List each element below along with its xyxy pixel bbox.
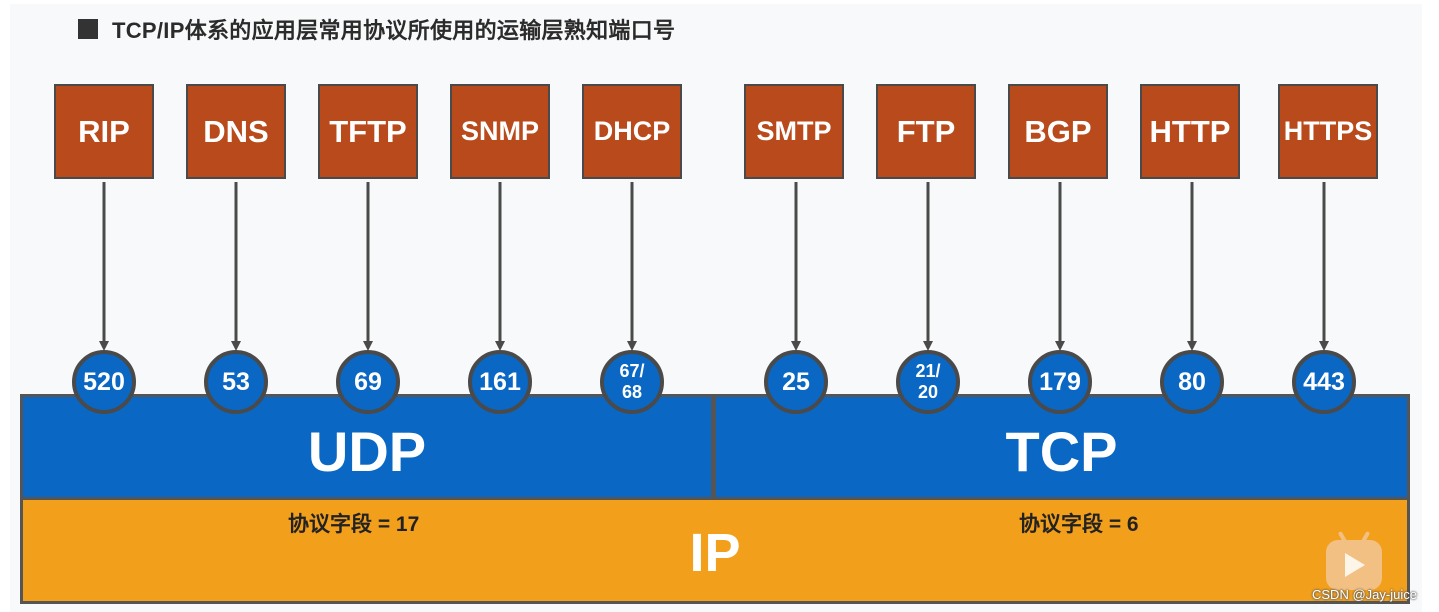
ip-label: IP	[689, 523, 741, 583]
protocol-box-dhcp: DHCP	[582, 84, 682, 179]
port-circle-smtp: 25	[764, 350, 828, 414]
tcp-label: TCP	[1005, 419, 1118, 483]
port-number-line-1: 21/	[915, 361, 941, 382]
watermark-text: CSDN @Jay-juice	[1312, 587, 1417, 602]
protocol-label: HTTPS	[1283, 116, 1373, 146]
port-circle-https: 443	[1292, 350, 1356, 414]
port-number: 161	[479, 367, 521, 396]
port-circle-bgp: 179	[1028, 350, 1092, 414]
protocol-box-tftp: TFTP	[318, 84, 418, 179]
bilibili-tv-icon	[1326, 540, 1382, 590]
square-bullet-icon	[78, 19, 98, 39]
protocol-box-snmp: SNMP	[450, 84, 550, 179]
port-circle-rip: 520	[72, 350, 136, 414]
protocol-box-smtp: SMTP	[744, 84, 844, 179]
udp-protocol-field: 协议字段 = 17	[288, 513, 420, 536]
port-number: 69	[354, 367, 382, 396]
ip-layer: 协议字段 = 17 协议字段 = 6 IP	[20, 500, 1410, 604]
protocol-box-bgp: BGP	[1008, 84, 1108, 179]
port-circle-http: 80	[1160, 350, 1224, 414]
port-number-line-2: 68	[621, 382, 643, 402]
tcp-protocol-field: 协议字段 = 6	[1019, 513, 1139, 536]
protocol-label: FTP	[896, 113, 956, 149]
port-circle-tftp: 69	[336, 350, 400, 414]
port-number-line-2: 20	[917, 382, 939, 402]
port-number: 179	[1039, 367, 1081, 396]
port-number: 80	[1178, 367, 1206, 396]
play-icon	[1345, 553, 1365, 577]
port-circle-dhcp: 67/ 68	[600, 350, 664, 414]
port-number: 443	[1303, 367, 1345, 396]
udp-label: UDP	[307, 419, 427, 483]
protocol-label: DHCP	[593, 116, 671, 146]
port-circle-dns: 53	[204, 350, 268, 414]
protocol-box-rip: RIP	[54, 84, 154, 179]
protocol-label: TFTP	[329, 113, 407, 149]
protocol-box-dns: DNS	[186, 84, 286, 179]
title-row: TCP/IP体系的应用层常用协议所使用的运输层熟知端口号	[78, 12, 675, 46]
port-number: 520	[83, 367, 125, 396]
protocol-label: DNS	[203, 113, 269, 149]
port-circle-ftp: 21/ 20	[896, 350, 960, 414]
port-number: 25	[782, 367, 810, 396]
port-circle-snmp: 161	[468, 350, 532, 414]
protocol-label: BGP	[1024, 113, 1092, 149]
protocol-label: SMTP	[756, 116, 832, 146]
port-number: 53	[222, 367, 250, 396]
protocol-box-ftp: FTP	[876, 84, 976, 179]
protocol-box-http: HTTP	[1140, 84, 1240, 179]
port-number-line-1: 67/	[619, 361, 645, 382]
protocol-box-https: HTTPS	[1278, 84, 1378, 179]
protocol-label: RIP	[78, 113, 130, 149]
protocol-label: HTTP	[1149, 113, 1231, 149]
diagram-title: TCP/IP体系的应用层常用协议所使用的运输层熟知端口号	[112, 18, 676, 43]
protocol-label: SNMP	[460, 116, 539, 146]
